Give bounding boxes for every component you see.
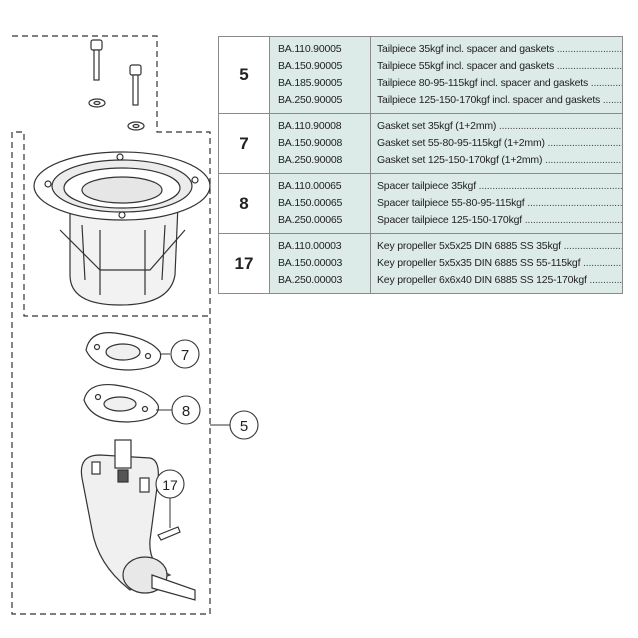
part-codes: BA.110.00065 BA.150.00065 BA.250.00065 xyxy=(269,173,371,234)
svg-text:8: 8 xyxy=(182,403,190,420)
part-code: BA.110.90008 xyxy=(278,120,342,132)
part-code: BA.250.90005 xyxy=(278,94,343,106)
key-part xyxy=(157,526,181,541)
callout-17: 17 xyxy=(155,469,185,499)
part-descriptions: Tailpiece 35kgf incl. spacer and gaskets… xyxy=(370,36,623,114)
part-description: Spacer tailpiece 125-150-170kgf xyxy=(377,212,622,229)
svg-text:7: 7 xyxy=(181,347,189,364)
part-description: Key propeller 6x6x40 DIN 6885 SS 125-170… xyxy=(377,272,622,289)
part-code: BA.110.00003 xyxy=(278,240,342,252)
part-description: Spacer tailpiece 55-80-95-115kgf xyxy=(377,195,622,212)
part-descriptions: Gasket set 35kgf (1+2mm) Gasket set 55-8… xyxy=(370,113,623,174)
table-row: 8 BA.110.00065 BA.150.00065 BA.250.00065… xyxy=(218,173,623,234)
mounting-flange-housing xyxy=(33,151,211,306)
svg-text:17: 17 xyxy=(162,477,178,493)
spacer-part xyxy=(83,383,160,423)
callout-8: 8 xyxy=(171,395,201,425)
callout-leaders xyxy=(156,353,230,528)
part-description: Spacer tailpiece 35kgf xyxy=(377,178,622,195)
part-code: BA.250.00003 xyxy=(278,274,343,286)
part-codes: BA.110.00003 BA.150.00003 BA.250.00003 xyxy=(269,233,371,294)
table-row: 7 BA.110.90008 BA.150.90008 BA.250.90008… xyxy=(218,113,623,174)
part-code: BA.150.90008 xyxy=(278,137,343,149)
part-descriptions: Spacer tailpiece 35kgf Spacer tailpiece … xyxy=(370,173,623,234)
part-description: Key propeller 5x5x25 DIN 6885 SS 35kgf xyxy=(377,238,622,255)
callout-7: 7 xyxy=(170,339,200,369)
callout-5: 5 xyxy=(229,410,259,440)
gasket-part xyxy=(85,332,162,371)
svg-text:5: 5 xyxy=(240,418,248,435)
part-number: 17 xyxy=(218,233,270,294)
table-row: 17 BA.110.00003 BA.150.00003 BA.250.0000… xyxy=(218,233,623,294)
part-code: BA.150.90005 xyxy=(278,60,343,72)
part-code: BA.185.90005 xyxy=(278,77,343,89)
parts-table: 5 BA.110.90005 BA.150.90005 BA.185.90005… xyxy=(218,36,623,294)
part-code: BA.110.00065 xyxy=(278,180,342,192)
part-codes: BA.110.90005 BA.150.90005 BA.185.90005 B… xyxy=(269,36,371,114)
part-number: 8 xyxy=(218,173,270,234)
part-description: Tailpiece 55kgf incl. spacer and gaskets xyxy=(377,58,622,75)
part-number: 7 xyxy=(218,113,270,174)
tailpiece-gearbox xyxy=(80,439,196,601)
part-code: BA.150.00003 xyxy=(278,257,343,269)
part-code: BA.150.00065 xyxy=(278,197,343,209)
part-code: BA.110.90005 xyxy=(278,43,342,55)
part-description: Tailpiece 125-150-170kgf incl. spacer an… xyxy=(377,92,622,109)
part-number: 5 xyxy=(218,36,270,114)
part-code: BA.250.90008 xyxy=(278,154,343,166)
bolts-and-washers xyxy=(88,39,145,131)
part-description: Gasket set 125-150-170kgf (1+2mm) xyxy=(377,152,622,169)
assembly-frame xyxy=(11,35,211,615)
part-description: Gasket set 35kgf (1+2mm) xyxy=(377,118,622,135)
part-code: BA.250.00065 xyxy=(278,214,343,226)
part-description: Gasket set 55-80-95-115kgf (1+2mm) xyxy=(377,135,622,152)
part-codes: BA.110.90008 BA.150.90008 BA.250.90008 xyxy=(269,113,371,174)
table-row: 5 BA.110.90005 BA.150.90005 BA.185.90005… xyxy=(218,36,623,114)
part-descriptions: Key propeller 5x5x25 DIN 6885 SS 35kgf K… xyxy=(370,233,623,294)
part-description: Tailpiece 80-95-115kgf incl. spacer and … xyxy=(377,75,622,92)
part-description: Key propeller 5x5x35 DIN 6885 SS 55-115k… xyxy=(377,255,622,272)
part-description: Tailpiece 35kgf incl. spacer and gaskets xyxy=(377,41,622,58)
